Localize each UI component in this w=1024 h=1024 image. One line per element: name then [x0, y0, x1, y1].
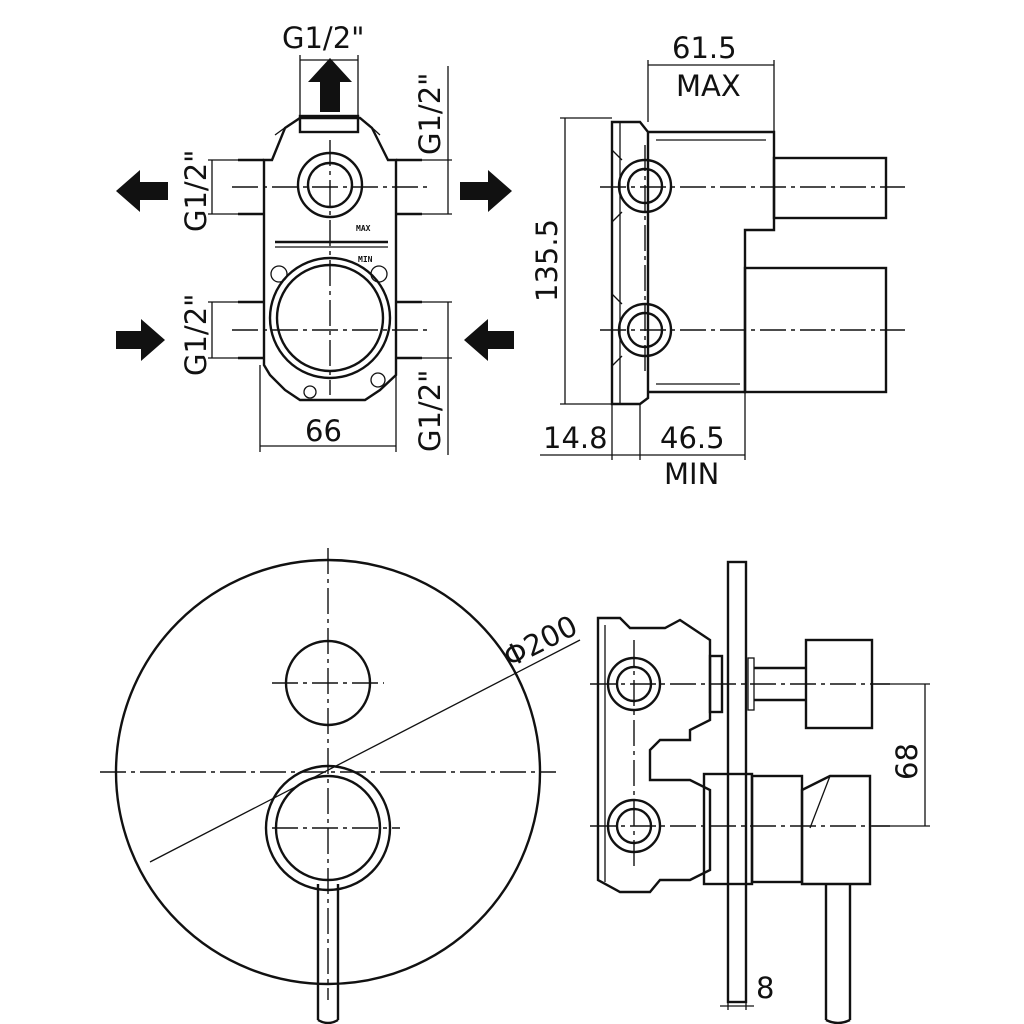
front-view-plate: Φ200 [100, 548, 583, 1024]
right-bottom-label: G1/2" [413, 370, 447, 452]
max-mark: MAX [356, 224, 371, 233]
min-depth-dimension: 46.5 [660, 421, 725, 455]
side-view-assembled: 68 8 [590, 560, 930, 1024]
min-label: MIN [664, 457, 719, 491]
min-mark: MIN [358, 255, 373, 264]
max-label: MAX [676, 69, 741, 103]
arrow-up-icon [308, 58, 352, 112]
arrow-left-icon [116, 170, 168, 212]
front-view-body: MAX MIN G1/2" [116, 21, 514, 455]
arrow-left-icon [464, 319, 514, 361]
arrow-right-icon [460, 170, 512, 212]
left-top-label: G1/2" [179, 150, 213, 232]
right-top-label: G1/2" [413, 73, 447, 155]
plate-thickness-dimension: 8 [756, 971, 774, 1005]
left-bottom-label: G1/2" [179, 294, 213, 376]
side-view-body: 61.5 MAX 135.5 14.8 46.5 MIN [530, 31, 905, 491]
height-dimension: 135.5 [530, 219, 564, 302]
width-dimension: 66 [305, 414, 342, 448]
max-depth-dimension: 61.5 [672, 31, 737, 65]
offset-dimension: 14.8 [543, 421, 608, 455]
top-inlet-label: G1/2" [282, 21, 364, 55]
arrow-right-icon [116, 319, 165, 361]
diameter-dimension: Φ200 [498, 608, 583, 674]
spacing-dimension: 68 [890, 743, 924, 780]
